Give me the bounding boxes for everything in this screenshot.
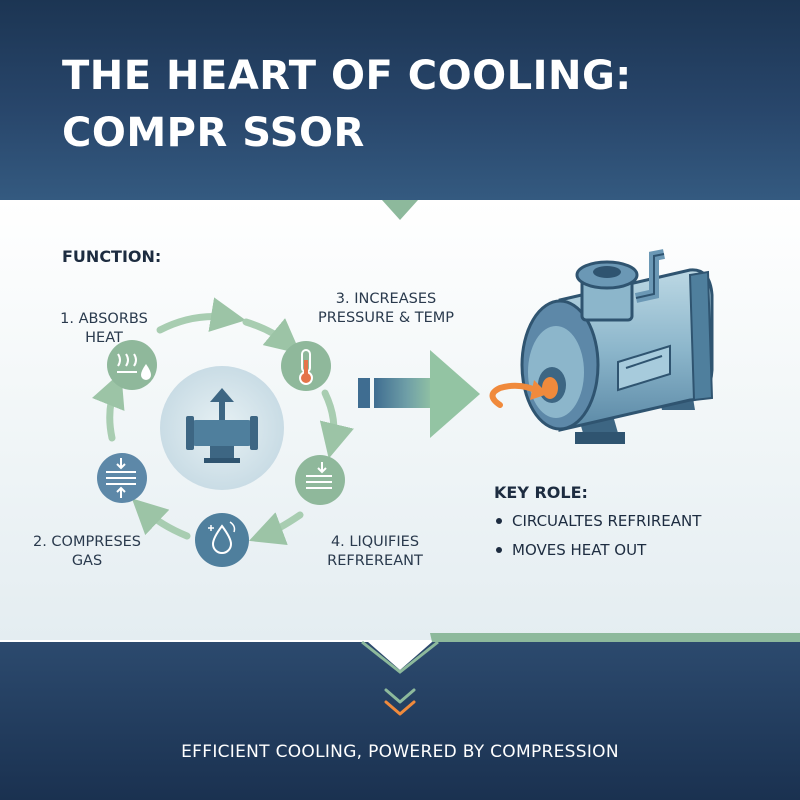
footer-band — [0, 642, 800, 800]
function-heading: FUNCTION: — [62, 247, 162, 266]
title-line-2: COMPR SSOR — [62, 110, 365, 156]
step-4-line-2: REFREREANT — [327, 553, 423, 569]
step-4-line-1: 4. LIQUIFIES — [330, 534, 420, 550]
step-2-label: 2. COMPRESES GAS — [22, 533, 152, 571]
condenser-icon — [295, 455, 345, 505]
step-1-line-2: HEAT — [85, 330, 123, 346]
key-role-list: CIRCUALTES REFRIREANT MOVES HEAT OUT — [494, 512, 701, 570]
droplet-icon — [195, 513, 249, 567]
footer-accent-line — [430, 633, 800, 642]
step-2-line-2: GAS — [71, 553, 103, 569]
key-role-heading: KEY ROLE: — [494, 483, 588, 502]
content-panel — [0, 200, 800, 640]
heat-waves-icon — [107, 340, 157, 390]
flow-arrow-icon — [358, 350, 480, 438]
compress-arrows-icon — [97, 453, 147, 503]
step-3-line-1: 3. INCREASES — [335, 291, 437, 307]
header-band — [0, 0, 800, 200]
compressor-icon — [489, 249, 714, 444]
step-1-label: 1. ABSORBS HEAT — [44, 310, 164, 348]
step-3-line-2: PRESSURE & TEMP — [317, 310, 455, 326]
step-3-label: 3. INCREASES PRESSURE & TEMP — [286, 290, 486, 328]
list-item: CIRCUALTES REFRIREANT — [494, 512, 701, 530]
cycle-ring — [91, 297, 354, 546]
step-4-label: 4. LIQUIFIES REFREREANT — [305, 533, 445, 571]
thermometer-icon — [281, 341, 331, 391]
footer-notch-accent — [361, 640, 439, 674]
footer-tagline: EFFICIENT COOLING, POWERED BY COMPRESSIO… — [181, 742, 619, 762]
title-line-1: THE HEART OF COOLING: — [62, 53, 632, 99]
page-title: THE HEART OF COOLING: COMPR SSOR — [62, 48, 762, 162]
cycle-hub-icon — [160, 366, 284, 490]
list-item: MOVES HEAT OUT — [494, 541, 701, 559]
chevron-down-icon — [384, 688, 416, 716]
header-notch — [382, 200, 418, 220]
step-2-line-1: 2. COMPRESES — [32, 534, 142, 550]
step-1-line-1: 1. ABSORBS — [60, 311, 148, 327]
